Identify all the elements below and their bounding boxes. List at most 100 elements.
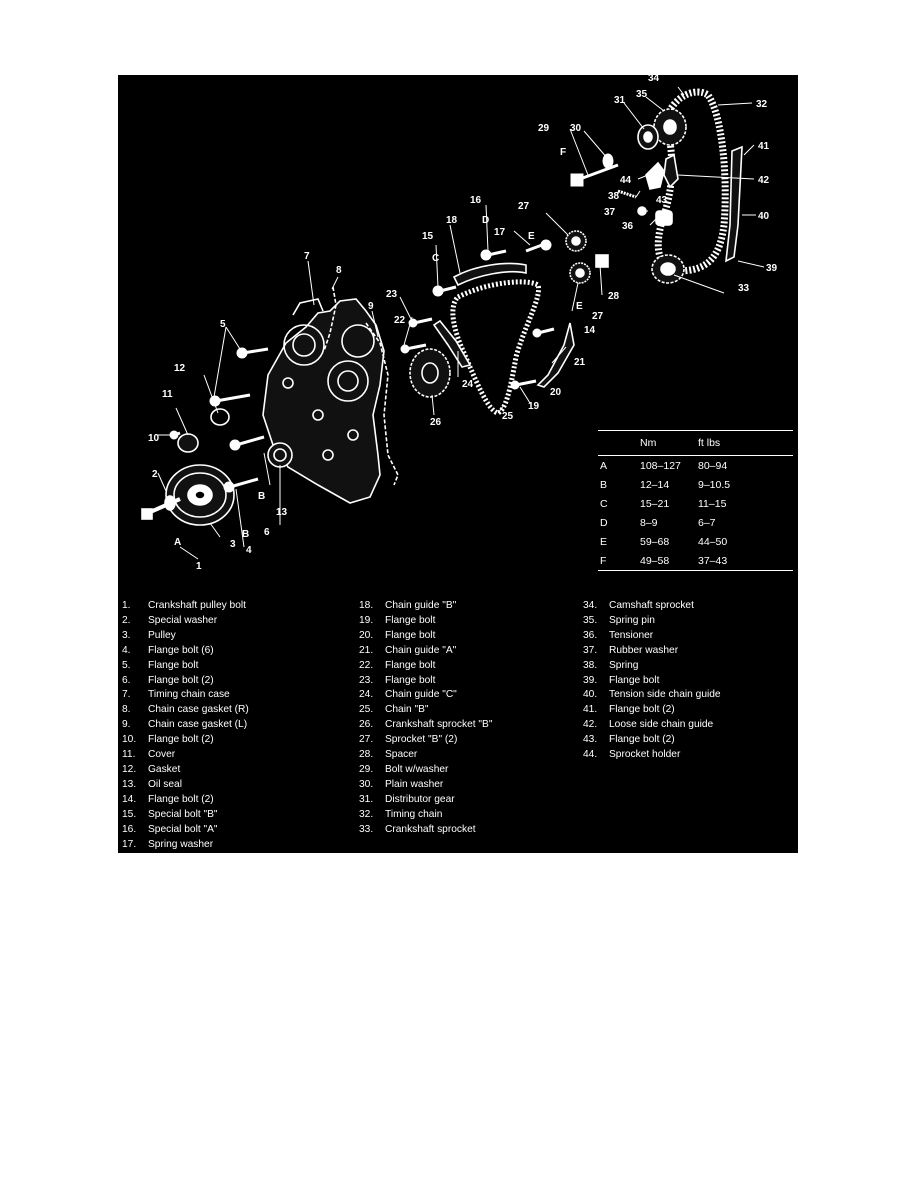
loose-side-chain-guide xyxy=(663,153,679,189)
list-item: 10.Flange bolt (2) xyxy=(122,734,214,746)
camshaft-sprocket xyxy=(653,108,687,146)
callout-23: 23 xyxy=(386,289,398,300)
list-item: 14.Flange bolt (2) xyxy=(122,793,214,805)
list-item: 27.Sprocket "B" (2) xyxy=(359,734,458,746)
timing-chain-case xyxy=(262,298,385,504)
list-item: 1.Crankshaft pulley bolt xyxy=(122,600,246,611)
callout-16: 16 xyxy=(470,195,482,206)
list-item: 28.Spacer xyxy=(359,749,418,761)
chain-b xyxy=(450,279,542,416)
list-item: 12.Gasket xyxy=(122,763,181,775)
list-item: 35.Spring pin xyxy=(583,614,655,626)
chain-guide-b xyxy=(452,262,527,287)
cover xyxy=(177,433,199,453)
callout-29: 29 xyxy=(538,123,550,134)
callout-11: 11 xyxy=(162,389,173,400)
list-item: 21.Chain guide "A" xyxy=(359,644,457,656)
callout-1: 1 xyxy=(196,561,202,572)
list-item: 11.Cover xyxy=(122,749,176,761)
legend-column-3: 34.Camshaft sprocket 35.Spring pin 36.Te… xyxy=(583,599,721,763)
callout-B: B xyxy=(242,529,249,540)
list-item: 23.Flange bolt xyxy=(359,674,436,686)
callout-12: 12 xyxy=(174,363,186,374)
chain-case-gasket-r xyxy=(323,286,337,352)
callout-30: 30 xyxy=(570,123,582,134)
callout-4: 4 xyxy=(246,545,252,556)
callout-20: 20 xyxy=(550,387,562,398)
callout-34: 34 xyxy=(648,75,660,84)
callout-8: 8 xyxy=(336,265,342,276)
callout-38: 38 xyxy=(608,191,620,202)
list-item: 17.Spring washer xyxy=(122,838,214,850)
callout-D: D xyxy=(482,215,489,226)
callout-40: 40 xyxy=(758,211,770,222)
callout-17: 17 xyxy=(494,227,506,238)
callout-24: 24 xyxy=(462,379,474,390)
callout-33: 33 xyxy=(738,283,750,294)
list-item: 20.Flange bolt xyxy=(359,629,436,641)
crankshaft-sprocket xyxy=(651,254,685,284)
sprocket-holder xyxy=(645,161,665,190)
crankshaft-pulley-bolt xyxy=(141,495,181,520)
timing-chain-exploded-figure: 1 2 3 4 5 6 7 8 9 10 11 12 13 14 15 16 1… xyxy=(118,75,798,853)
tensioner xyxy=(655,210,673,226)
gasket xyxy=(210,408,230,426)
callout-F: F xyxy=(560,147,566,158)
callout-A: A xyxy=(174,537,181,548)
callout-19: 19 xyxy=(528,401,540,412)
list-item: 24.Chain guide "C" xyxy=(359,689,457,701)
callout-26: 26 xyxy=(430,417,442,428)
callout-35: 35 xyxy=(636,89,648,100)
table-top-rule xyxy=(598,430,793,431)
list-item: 31.Distributor gear xyxy=(359,793,455,805)
callout-B2: B xyxy=(258,491,265,502)
exploded-view-diagram: 1 2 3 4 5 6 7 8 9 10 11 12 13 14 15 16 1… xyxy=(141,75,778,572)
sprocket-b-upper xyxy=(565,230,587,252)
timing-chain xyxy=(654,88,729,275)
callout-36: 36 xyxy=(622,221,634,232)
list-item: 40.Tension side chain guide xyxy=(583,689,721,701)
callout-42: 42 xyxy=(758,175,770,186)
list-item: 30.Plain washer xyxy=(359,778,444,790)
callout-10: 10 xyxy=(148,433,160,444)
callout-27b: 27 xyxy=(592,311,604,322)
list-item: 33.Crankshaft sprocket xyxy=(359,823,476,835)
list-item: 38.Spring xyxy=(583,659,639,671)
special-bolts xyxy=(400,239,555,390)
crankshaft-pulley xyxy=(165,464,235,526)
list-item: 26.Crankshaft sprocket "B" xyxy=(359,719,493,731)
list-item: 7.Timing chain case xyxy=(122,689,230,701)
list-item: 2.Special washer xyxy=(122,614,218,626)
spring xyxy=(617,189,637,199)
list-item: 15.Special bolt "B" xyxy=(122,808,218,820)
callout-14: 14 xyxy=(584,325,596,336)
callout-43: 43 xyxy=(656,195,668,206)
spacer xyxy=(595,254,609,268)
list-item: 32.Timing chain xyxy=(359,808,443,820)
list-item: 39.Flange bolt xyxy=(583,674,660,686)
list-item: 18.Chain guide "B" xyxy=(359,600,457,611)
list-item: 8.Chain case gasket (R) xyxy=(122,704,249,716)
callout-28: 28 xyxy=(608,291,620,302)
tension-side-chain-guide xyxy=(725,145,743,263)
callout-E2: E xyxy=(576,301,583,312)
oil-seal xyxy=(267,442,293,468)
chain-guide-a xyxy=(536,322,575,388)
callout-41: 41 xyxy=(758,141,770,152)
callout-2: 2 xyxy=(152,469,158,480)
list-item: 4.Flange bolt (6) xyxy=(122,644,214,656)
list-item: 43.Flange bolt (2) xyxy=(583,734,675,746)
callout-13: 13 xyxy=(276,507,288,518)
header-ftlbs: ft lbs xyxy=(698,437,721,449)
crankshaft-sprocket-b xyxy=(409,348,451,398)
list-item: 3.Pulley xyxy=(122,629,176,641)
callout-7: 7 xyxy=(304,251,310,262)
callout-39: 39 xyxy=(766,263,778,274)
table-bottom-rule xyxy=(598,570,793,571)
callout-3: 3 xyxy=(230,539,236,550)
